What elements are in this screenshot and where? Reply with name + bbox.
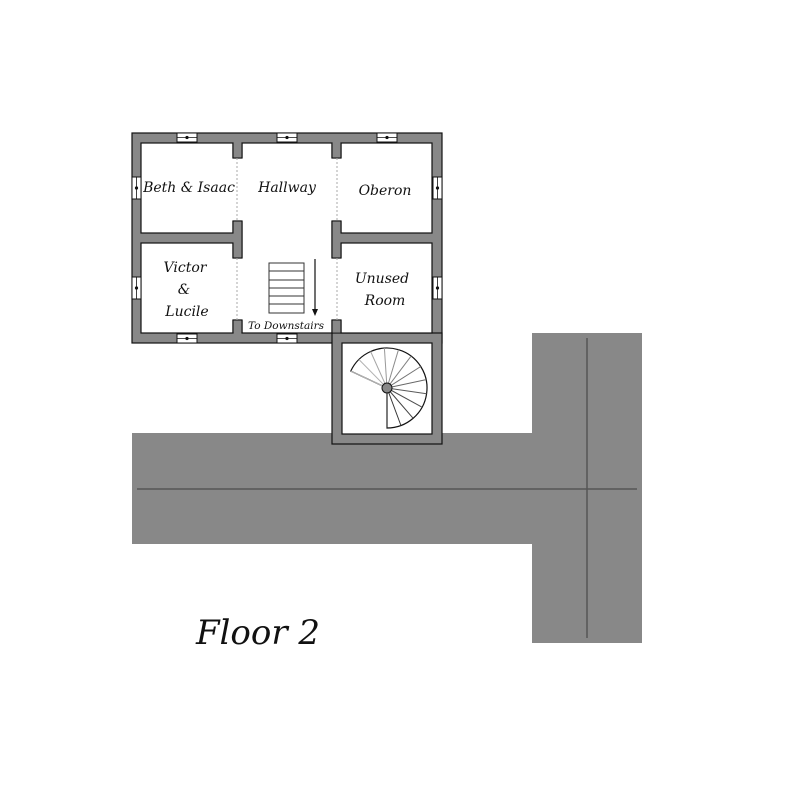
room-unused [340, 242, 433, 334]
spiral-newel [381, 382, 393, 394]
label-oberon: Oberon [359, 183, 412, 199]
spiral-step [350, 370, 388, 389]
floor-title: Floor 2 [195, 613, 320, 653]
label-room: Room [364, 293, 406, 309]
label-ampersand: & [178, 282, 190, 298]
spiral-step [370, 351, 388, 389]
spiral-step [386, 379, 427, 389]
straight-stairs [268, 262, 305, 314]
spiral-step [386, 387, 414, 419]
down-arrow-icon [312, 259, 318, 316]
spiral-step [386, 366, 422, 389]
label-to-downstairs: To Downstairs [248, 320, 325, 332]
room-oberon [340, 142, 433, 234]
label-hallway: Hallway [257, 180, 317, 196]
label-beth-isaac: Beth & Isaac [142, 180, 235, 196]
label-unused: Unused [355, 271, 409, 287]
label-lucile: Lucile [164, 304, 208, 320]
spiral-step [386, 387, 427, 395]
spiral-step [386, 387, 423, 408]
spiral-step [386, 349, 399, 389]
doorways [236, 158, 338, 320]
spiral-stairs [349, 347, 428, 429]
spiral-step [386, 355, 412, 389]
spiral-step [386, 387, 402, 426]
label-victor: Victor [164, 260, 208, 276]
spiral-step [358, 359, 388, 389]
spiral-step [383, 348, 388, 389]
corridor [132, 333, 642, 643]
